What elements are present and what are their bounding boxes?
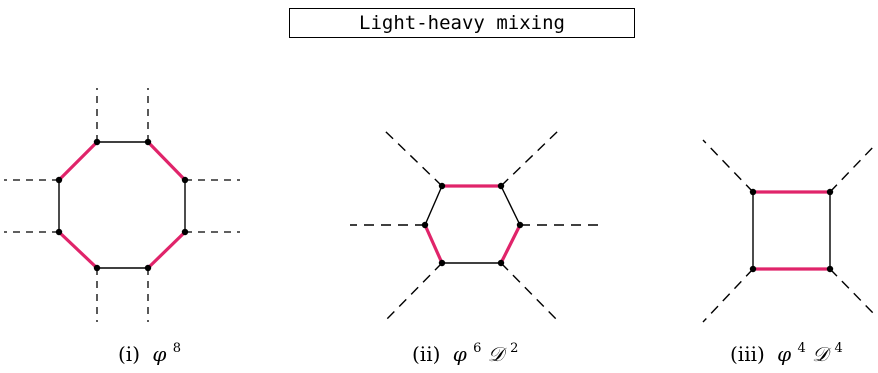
caption-iii-operator-power: 4 xyxy=(835,341,843,356)
octagon-vertex xyxy=(93,264,101,272)
octagon-heavy-edge xyxy=(146,140,187,182)
caption-ii-label: (ii) xyxy=(412,342,440,366)
diagram-octagon xyxy=(4,88,240,322)
octagon-external-legs xyxy=(4,88,240,322)
octagon-vertex xyxy=(144,264,152,272)
hexagon-leg xyxy=(500,129,560,187)
square-vertex xyxy=(749,265,757,273)
hexagon-vertex xyxy=(438,182,446,190)
caption-i-field-power: 8 xyxy=(173,341,181,356)
hexagon-vertex xyxy=(516,221,524,229)
octagon-vertex xyxy=(55,228,63,236)
hexagon-heavy-edge xyxy=(423,224,444,264)
hexagon-vertex xyxy=(497,182,505,190)
octagon-internal-edges xyxy=(57,140,187,270)
hexagon-light-edge xyxy=(500,185,521,226)
caption-iii-field: φ xyxy=(777,342,791,366)
caption-iii-label: (iii) xyxy=(730,342,765,366)
caption-ii: (ii) φ 6 𝒟 2 xyxy=(412,333,518,366)
hexagon-vertex xyxy=(438,259,446,267)
hexagon-leg xyxy=(383,129,443,187)
square-vertex xyxy=(749,188,757,196)
octagon-vertex xyxy=(181,176,189,184)
caption-iii-field-power: 4 xyxy=(798,341,806,356)
square-vertex xyxy=(826,265,834,273)
square-internal-edges xyxy=(752,190,831,271)
caption-i: (i) φ 8 xyxy=(118,341,181,366)
octagon-heavy-edge xyxy=(146,230,187,270)
square-leg xyxy=(829,143,877,193)
square-vertices xyxy=(749,188,834,273)
octagon-heavy-edge xyxy=(57,140,99,182)
diagram-hexagon xyxy=(350,129,598,323)
caption-ii-operator-power: 2 xyxy=(510,341,518,356)
caption-ii-field: φ xyxy=(453,342,467,366)
square-leg xyxy=(702,268,754,323)
octagon-vertex xyxy=(144,138,152,146)
octagon-vertex xyxy=(93,138,101,146)
square-leg xyxy=(702,139,754,193)
diagram-square xyxy=(702,139,877,323)
octagon-vertices xyxy=(55,138,189,272)
octagon-vertex xyxy=(55,176,63,184)
caption-i-field: φ xyxy=(152,342,166,366)
octagon-vertex xyxy=(181,228,189,236)
caption-ii-operator: 𝒟 xyxy=(488,342,508,366)
square-leg xyxy=(829,268,877,317)
hexagon-external-legs xyxy=(350,129,598,323)
hexagon-vertex xyxy=(497,259,505,267)
caption-i-label: (i) xyxy=(118,342,140,366)
hexagon-light-edge xyxy=(424,185,443,226)
square-external-legs xyxy=(702,139,877,323)
octagon-heavy-edge xyxy=(57,230,99,270)
diagram-title: Light-heavy mixing xyxy=(289,8,635,38)
hexagon-vertex xyxy=(421,221,429,229)
hexagon-heavy-edge xyxy=(499,224,522,264)
caption-ii-field-power: 6 xyxy=(473,341,481,356)
hexagon-leg xyxy=(500,262,560,323)
hexagon-leg xyxy=(383,262,443,323)
caption-iii: (iii) φ 4 𝒟 4 xyxy=(730,333,843,366)
hexagon-internal-edges xyxy=(423,184,522,264)
caption-iii-operator: 𝒟 xyxy=(812,342,832,366)
hexagon-vertices xyxy=(421,182,524,267)
square-vertex xyxy=(826,188,834,196)
